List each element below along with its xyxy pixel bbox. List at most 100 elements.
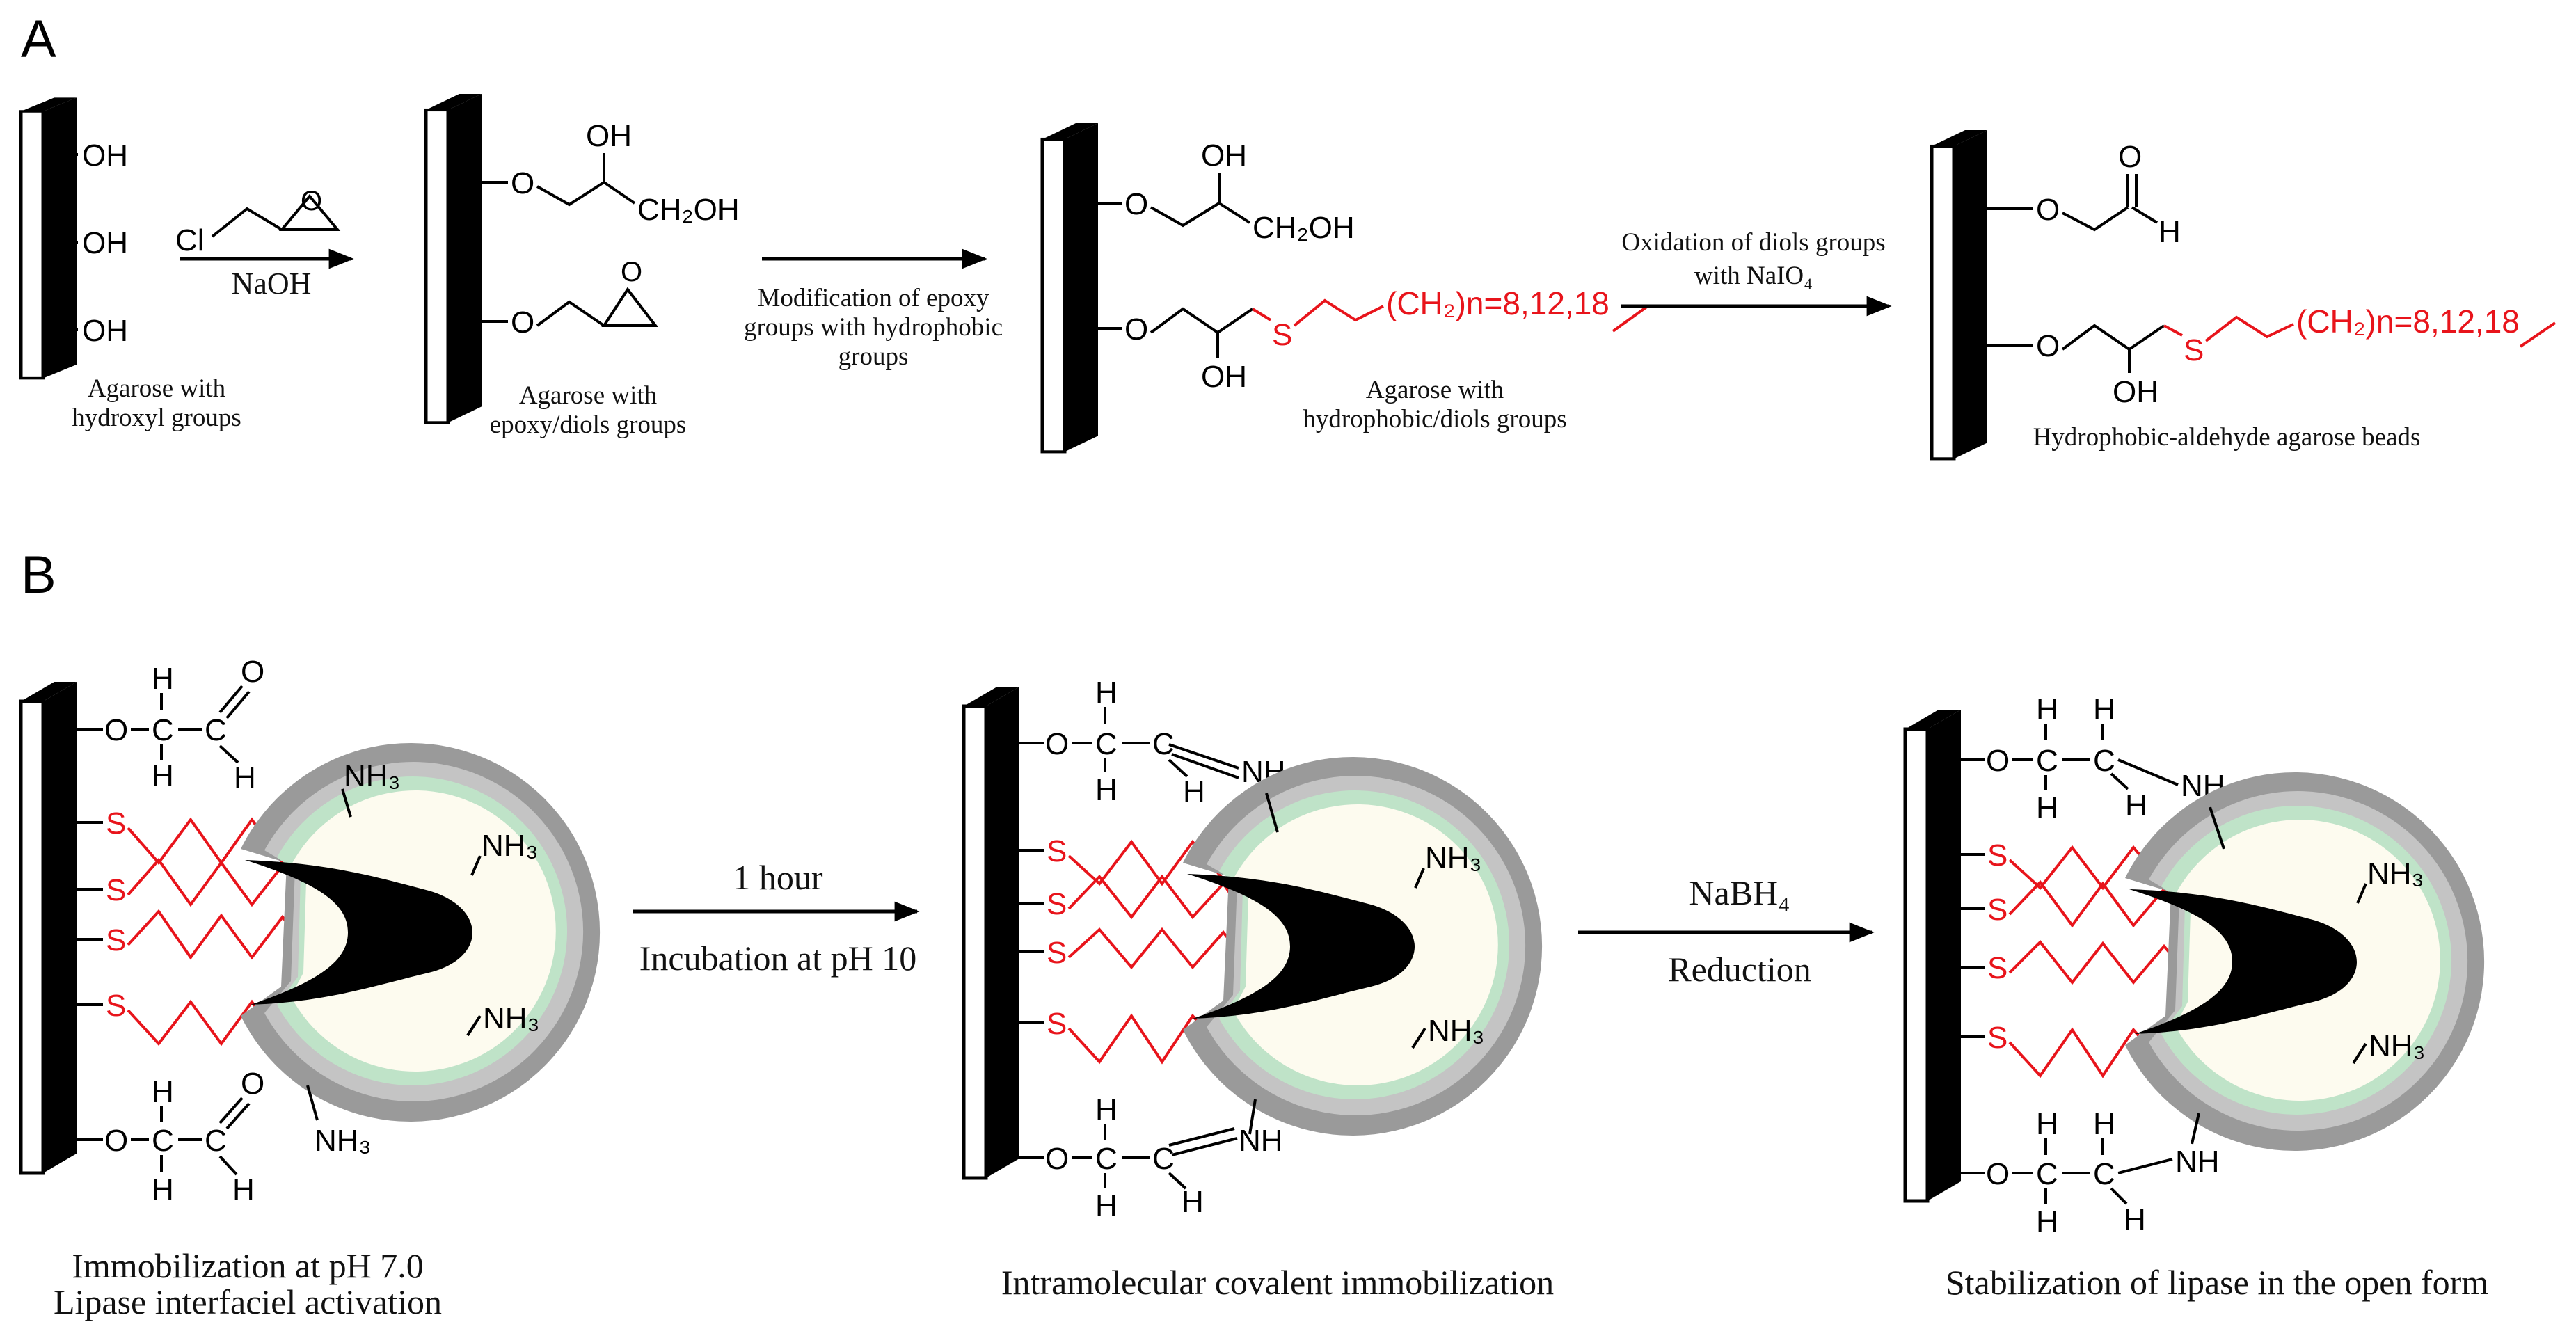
caption-b1-line1: Immobilization at pH 7.0	[72, 1246, 423, 1285]
s1-nh3-1: NH₃	[344, 759, 400, 793]
s3-top-h2: H	[2036, 791, 2058, 825]
s3-top-h1: H	[2036, 692, 2058, 726]
hydrophobic-aldehyde-beads: O O H O OH S (CH₂)n=8,12,18 Hydrophobic-…	[1932, 130, 2557, 459]
s1-s3: S	[106, 923, 126, 957]
s3-bot-c1: C	[2036, 1157, 2058, 1191]
s2-s3: S	[1047, 936, 1067, 970]
s3-s1: S	[1987, 838, 2007, 873]
caption-a3-line2: hydrophobic/diols groups	[1303, 405, 1566, 433]
caption-a1-line2: hydroxyl groups	[72, 404, 241, 432]
s1-top-o: O	[104, 713, 128, 747]
secondary-oh-4: OH	[2113, 375, 2158, 409]
s3-bot-h2: H	[2036, 1204, 2058, 1239]
s3-top-c1: C	[2036, 744, 2058, 778]
s3-top-c2: C	[2093, 744, 2115, 778]
epichlorohydrin-reagent: Cl O NaOH	[175, 186, 354, 301]
s1-nh3-3: NH₃	[483, 1001, 539, 1035]
arrow3-label-1: Oxidation of diols groups	[1621, 228, 1885, 257]
stage-stabilization: O C H H C H H NH S S S S	[1905, 692, 2488, 1302]
thioether-s-4: S	[2184, 333, 2204, 367]
s2-bot-h1: H	[1095, 1093, 1118, 1127]
ether-o-5: O	[2036, 193, 2060, 227]
s3-bot-c2: C	[2093, 1157, 2115, 1191]
hydroxyl-3: OH	[82, 314, 128, 348]
aldehyde-o: O	[2118, 140, 2142, 174]
s2-nh3-2: NH₃	[1428, 1014, 1484, 1048]
epoxy-o: O	[621, 257, 642, 287]
ether-o-2: O	[511, 305, 534, 340]
s3-bot-h4: H	[2124, 1203, 2146, 1237]
s2-bot-c2: C	[1152, 1142, 1175, 1176]
agarose-hydroxyl: OH OH OH Agarose with hydroxyl groups	[21, 97, 241, 432]
diol-oh: OH	[586, 119, 632, 153]
s1-nh3-2: NH₃	[482, 829, 538, 863]
arrow3-label-2: with NaIO₄	[1694, 262, 1813, 290]
s3-bot-h1: H	[2036, 1107, 2058, 1141]
s2-bot-o: O	[1045, 1142, 1069, 1176]
caption-b1-line2: Lipase interfaciel activation	[54, 1282, 442, 1321]
modification-step: Modification of epoxy groups with hydrop…	[744, 248, 1003, 371]
s1-s2: S	[106, 873, 126, 907]
s1-bot-c2: C	[205, 1124, 227, 1158]
hydroxyl-2: OH	[82, 226, 128, 260]
arrowb2-bottom: Reduction	[1668, 950, 1811, 989]
ether-o-6: O	[2036, 329, 2060, 363]
caption-a2-line1: Agarose with	[519, 381, 658, 410]
s2-top-c1: C	[1095, 727, 1118, 761]
s1-bot-c1: C	[152, 1124, 174, 1158]
arrow2-label-1: Modification of epoxy	[758, 284, 989, 312]
s1-top-h2: H	[152, 759, 174, 793]
alkyl-chain-3: (CH₂)n=8,12,18	[1386, 285, 1609, 321]
s1-top-o2: O	[241, 655, 264, 689]
arrowb1-bottom: Incubation at pH 10	[639, 939, 917, 978]
caption-a1-line1: Agarose with	[88, 374, 226, 403]
s2-top-o: O	[1045, 727, 1069, 761]
s2-bot-h2: H	[1095, 1189, 1118, 1223]
s3-s3: S	[1987, 951, 2007, 985]
s2-top-h2: H	[1095, 773, 1118, 807]
s1-bot-o: O	[104, 1124, 128, 1158]
s2-bot-h3: H	[1182, 1185, 1204, 1219]
s2-top-h3: H	[1183, 774, 1205, 809]
s3-bot-o: O	[1986, 1157, 2010, 1191]
s1-top-h3: H	[234, 760, 256, 795]
arrow2-label-2: groups with hydrophobic	[744, 313, 1003, 342]
arrowb2-top: NaBH₄	[1689, 873, 1790, 912]
agarose-hydrophobic-diols: O OH CH₂OH O OH S (CH₂)n=8,12,18 Agarose…	[1042, 123, 1649, 452]
caption-a4: Hydrophobic-aldehyde agarose beads	[2033, 423, 2421, 452]
s3-bot-nh: NH	[2175, 1145, 2220, 1179]
s1-top-c2: C	[205, 713, 227, 747]
s2-s4: S	[1047, 1007, 1067, 1041]
ether-o-1: O	[511, 166, 534, 200]
arrowb1-top: 1 hour	[733, 858, 823, 897]
arrow2-label-3: groups	[838, 342, 909, 371]
s3-nh3-2: NH₃	[2369, 1029, 2425, 1063]
s3-top-h4: H	[2125, 788, 2147, 822]
agarose-epoxy-diols: O OH CH₂OH O O Agarose with epoxy/diols …	[426, 94, 740, 439]
diol-ch2oh-3: CH₂OH	[1253, 211, 1355, 245]
s3-top-o: O	[1986, 744, 2010, 778]
epoxide-o: O	[301, 186, 322, 216]
reduction-step: NaBH₄ Reduction	[1578, 873, 1875, 989]
naoh-label: NaOH	[232, 266, 312, 301]
aldehyde-h: H	[2158, 215, 2181, 249]
thioether-s-3: S	[1272, 318, 1292, 352]
s3-top-h3: H	[2093, 692, 2115, 726]
panel-label-b: B	[21, 545, 56, 605]
ether-o-3: O	[1124, 187, 1148, 221]
s2-bot-nh: NH	[1239, 1124, 1283, 1158]
s1-bot-h2: H	[152, 1172, 174, 1206]
panel-label-a: A	[21, 10, 56, 69]
s1-s1: S	[106, 806, 126, 841]
s1-s4: S	[106, 989, 126, 1023]
oxidation-step: Oxidation of diols groups with NaIO₄	[1621, 228, 1892, 317]
s1-bot-h1: H	[152, 1075, 174, 1109]
s1-bot-h3: H	[232, 1172, 255, 1206]
diol-oh-3: OH	[1201, 138, 1247, 173]
s3-s4: S	[1987, 1021, 2007, 1055]
incubation-step: 1 hour Incubation at pH 10	[633, 858, 920, 978]
secondary-oh-3: OH	[1201, 360, 1247, 394]
caption-a3-line1: Agarose with	[1366, 376, 1504, 404]
s2-s1: S	[1047, 834, 1067, 868]
